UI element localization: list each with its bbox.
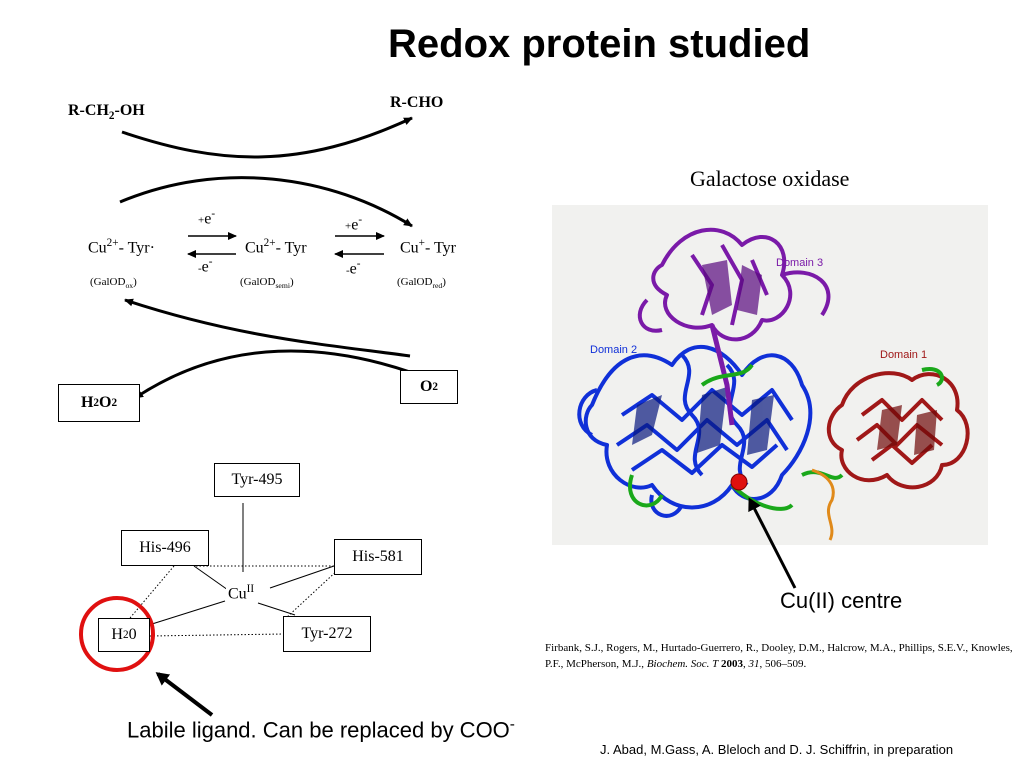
- protein-structure-image: Domain 3 Domain 2 Domain 1: [552, 205, 988, 545]
- author-credit: J. Abad, M.Gass, A. Bleloch and D. J. Sc…: [600, 742, 954, 757]
- labile-ligand-note: Labile ligand. Can be replaced by COO-: [127, 716, 515, 743]
- label-galod-red: (GalODred): [397, 276, 446, 291]
- plus-electron-label-1: +e-: [198, 208, 216, 228]
- cu-centre-label: Cu(II) centre: [780, 588, 903, 613]
- domain3-label: Domain 3: [776, 257, 824, 269]
- o2-to-h2o2-curve: [134, 349, 411, 400]
- substrate-label: R-CH2-OH: [68, 102, 145, 123]
- cu-center-label: CuII: [226, 583, 257, 604]
- cu-centre-dot: [730, 473, 748, 491]
- his581-box: His-581: [334, 539, 422, 575]
- oxidized-to-reduced-curve: [119, 176, 413, 228]
- substrate-to-product-curve: [121, 116, 413, 159]
- product-label: R-CHO: [390, 94, 444, 111]
- species-oxidized: Cu2+- Tyr·: [88, 237, 155, 257]
- species-semi: Cu2+- Tyr: [245, 237, 307, 257]
- protein-name: Galactose oxidase: [690, 166, 850, 191]
- his496-box: His-496: [121, 530, 209, 566]
- label-galod-ox: (GalODox): [90, 276, 137, 291]
- minus-electron-label-2: -e-: [346, 258, 361, 278]
- domain1-label: Domain 1: [880, 349, 928, 361]
- minus-electron-label-1: -e-: [198, 256, 213, 276]
- labile-pointer-arrow: [155, 672, 214, 717]
- literature-reference: Firbank, S.J., Rogers, M., Hurtado-Guerr…: [545, 642, 1013, 670]
- reduced-to-oxidized-curve: [124, 298, 411, 358]
- tyr272-box: Tyr-272: [283, 616, 371, 652]
- protein-ribbon-drawing: [577, 227, 970, 541]
- highlight-ring: [79, 596, 155, 672]
- species-reduced: Cu+- Tyr: [400, 237, 457, 257]
- tyr495-box: Tyr-495: [214, 463, 300, 497]
- label-galod-semi: (GalODsemi): [240, 276, 294, 291]
- plus-electron-label-2: +e-: [345, 214, 363, 234]
- page-title: Redox protein studied: [388, 22, 811, 66]
- domain2-label: Domain 2: [590, 344, 638, 356]
